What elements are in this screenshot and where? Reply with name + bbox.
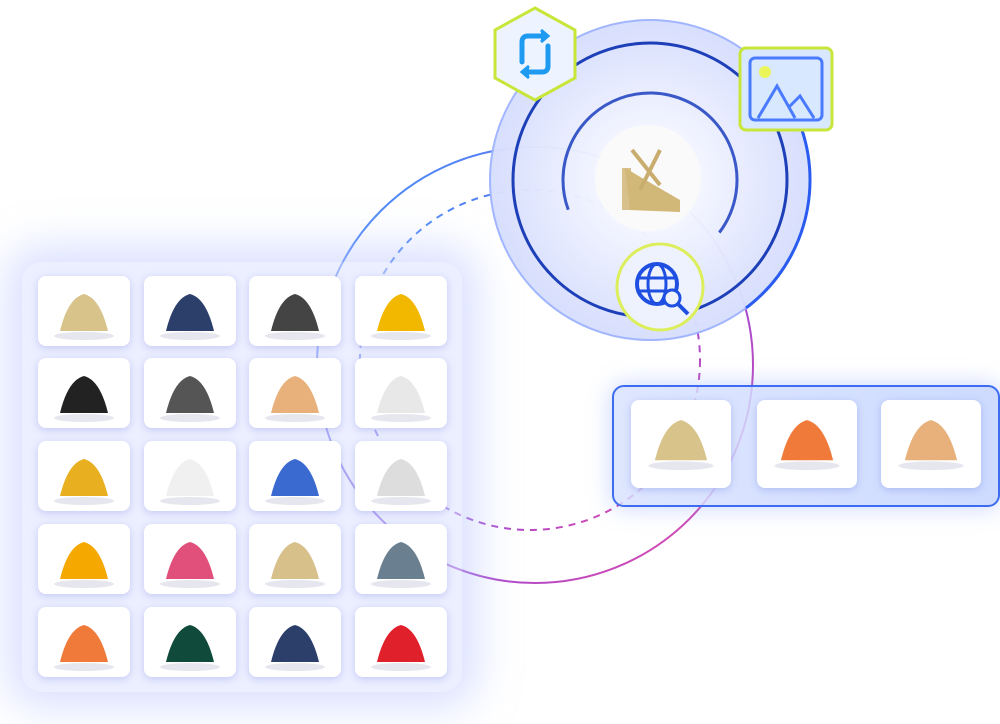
product-tile-pendant-lamp[interactable] [249, 276, 341, 346]
product-tile-wall-lamp[interactable] [38, 358, 130, 428]
product-tile-gold-sandal[interactable] [38, 276, 130, 346]
product-tile-pink-sneaker[interactable] [144, 524, 236, 594]
product-tile-patterned-scarf[interactable] [355, 524, 447, 594]
refresh-icon[interactable] [493, 6, 577, 102]
product-tile-green-blazer[interactable] [144, 607, 236, 677]
product-tile-blue-pattern-plates[interactable] [249, 441, 341, 511]
product-tile-white-plate[interactable] [144, 441, 236, 511]
search-results-panel [612, 385, 1000, 507]
product-tile-yellow-armchair[interactable] [38, 441, 130, 511]
product-tile-sneaker-photo[interactable] [249, 358, 341, 428]
search-hub [488, 18, 812, 342]
product-tile-yellow-hoodie[interactable] [38, 524, 130, 594]
product-catalog-grid [22, 262, 462, 692]
result-tile-orange-sneaker[interactable] [757, 400, 857, 488]
product-tile-orange-sneaker[interactable] [38, 607, 130, 677]
globe-search-icon[interactable] [615, 242, 705, 332]
product-tile-red-heels[interactable] [355, 607, 447, 677]
result-tile-gold-sandal[interactable] [631, 400, 731, 488]
product-tile-navy-hat[interactable] [144, 276, 236, 346]
product-tile-gold-platform-heel[interactable] [249, 524, 341, 594]
gold-heel-icon [622, 148, 680, 212]
product-tile-navy-hat[interactable] [249, 607, 341, 677]
image-icon[interactable] [738, 46, 834, 132]
product-tile-glass-bottle[interactable] [355, 441, 447, 511]
product-tile-white-bowl[interactable] [355, 358, 447, 428]
result-tile-sneaker-photo[interactable] [881, 400, 981, 488]
product-tile-desk-lamp[interactable] [144, 358, 236, 428]
product-tile-yellow-beanie[interactable] [355, 276, 447, 346]
